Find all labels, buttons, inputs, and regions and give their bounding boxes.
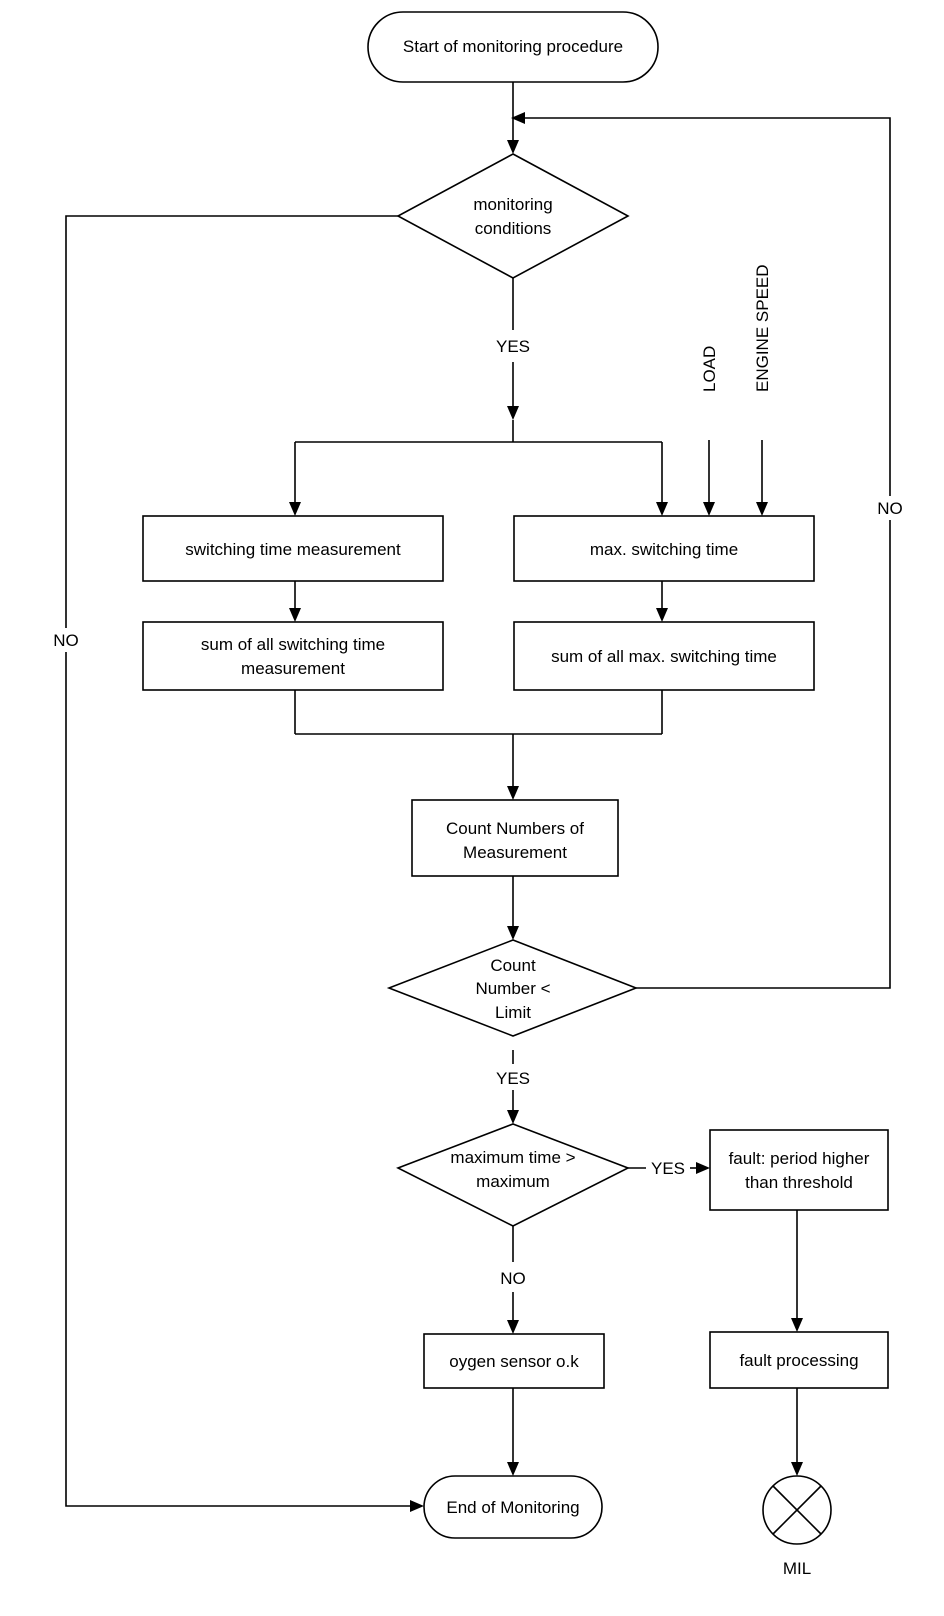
limit-yes-label: YES [496,1069,530,1088]
oxygen-sensor-ok-label: oygen sensor o.k [449,1352,579,1371]
arrowhead-maxtime [507,1110,519,1124]
arrowhead-loop-back [511,112,525,124]
count-limit-line1: Count [490,956,536,975]
start-label: Start of monitoring procedure [403,37,623,56]
arrowhead-fault-processing [791,1318,803,1332]
sum-max-switching-time-label: sum of all max. switching time [551,647,777,666]
fault-period-line1: fault: period higher [729,1149,870,1168]
conditions-no-label: NO [53,631,79,650]
arrowhead-end [507,1462,519,1476]
connectors [65,82,891,1507]
maximum-time-diamond [396,1123,630,1227]
sum-switching-time-box [142,621,444,691]
arrowhead-load [703,502,715,516]
oxygen-sensor-ok-box [423,1333,605,1389]
conditions-yes-label: YES [496,337,530,356]
switching-time-measurement-box [142,515,444,582]
maximum-time-line2: maximum [476,1172,550,1191]
conditions-no-label-bg [48,628,84,652]
count-limit-diamond [386,939,639,1037]
maxtime-no-label: NO [500,1269,526,1288]
fault-processing-box [709,1331,889,1389]
sum-switching-time-line1: sum of all switching time [201,635,385,654]
monitoring-conditions-line2: conditions [475,219,552,238]
edge-limit-no-loop [525,117,891,989]
arrowhead-fault [696,1162,710,1174]
count-limit-line2: Number < [475,979,550,998]
edge-conditions-no [65,215,412,1507]
monitoring-conditions-diamond [396,153,630,279]
max-switching-time-box [513,515,815,582]
load-label: LOAD [700,346,719,392]
sum-switching-time-line2: measurement [241,659,345,678]
count-numbers-line1: Count Numbers of [446,819,584,838]
limit-no-label: NO [877,499,903,518]
sum-max-switching-time-box [513,621,815,691]
fault-processing-label: fault processing [739,1351,858,1370]
arrowhead-split [507,406,519,420]
limit-no-label-bg [872,496,908,520]
count-numbers-line2: Measurement [463,843,567,862]
count-numbers-box [411,799,619,877]
arrowhead-switching-measurement [289,502,301,516]
switching-time-measurement-label: switching time measurement [185,540,401,559]
fault-period-line2: than threshold [745,1173,853,1192]
arrowhead-count-numbers [507,786,519,800]
fault-period-box [709,1129,889,1211]
end-label: End of Monitoring [446,1498,579,1517]
arrowhead-max-switching [656,502,668,516]
arrowhead-sum-switching [289,608,301,622]
arrowhead-count-limit [507,926,519,940]
arrowhead-end-left [410,1500,424,1512]
maximum-time-line1: maximum time > [450,1148,575,1167]
count-limit-line3: Limit [495,1003,531,1022]
engine-speed-label: ENGINE SPEED [753,264,772,392]
arrowheads [289,112,803,1512]
start-terminator [367,11,659,83]
arrowhead-conditions [507,140,519,154]
arrowhead-oxygen-ok [507,1320,519,1334]
maxtime-yes-label: YES [651,1159,685,1178]
monitoring-conditions-line1: monitoring [473,195,552,214]
mil-lamp-cross-b [772,1485,822,1535]
arrowhead-engine-speed [756,502,768,516]
mil-label: MIL [783,1559,811,1578]
arrowhead-mil [791,1462,803,1476]
mil-lamp-icon [762,1475,832,1545]
arrowhead-sum-max [656,608,668,622]
max-switching-time-label: max. switching time [590,540,738,559]
end-terminator [423,1475,603,1539]
